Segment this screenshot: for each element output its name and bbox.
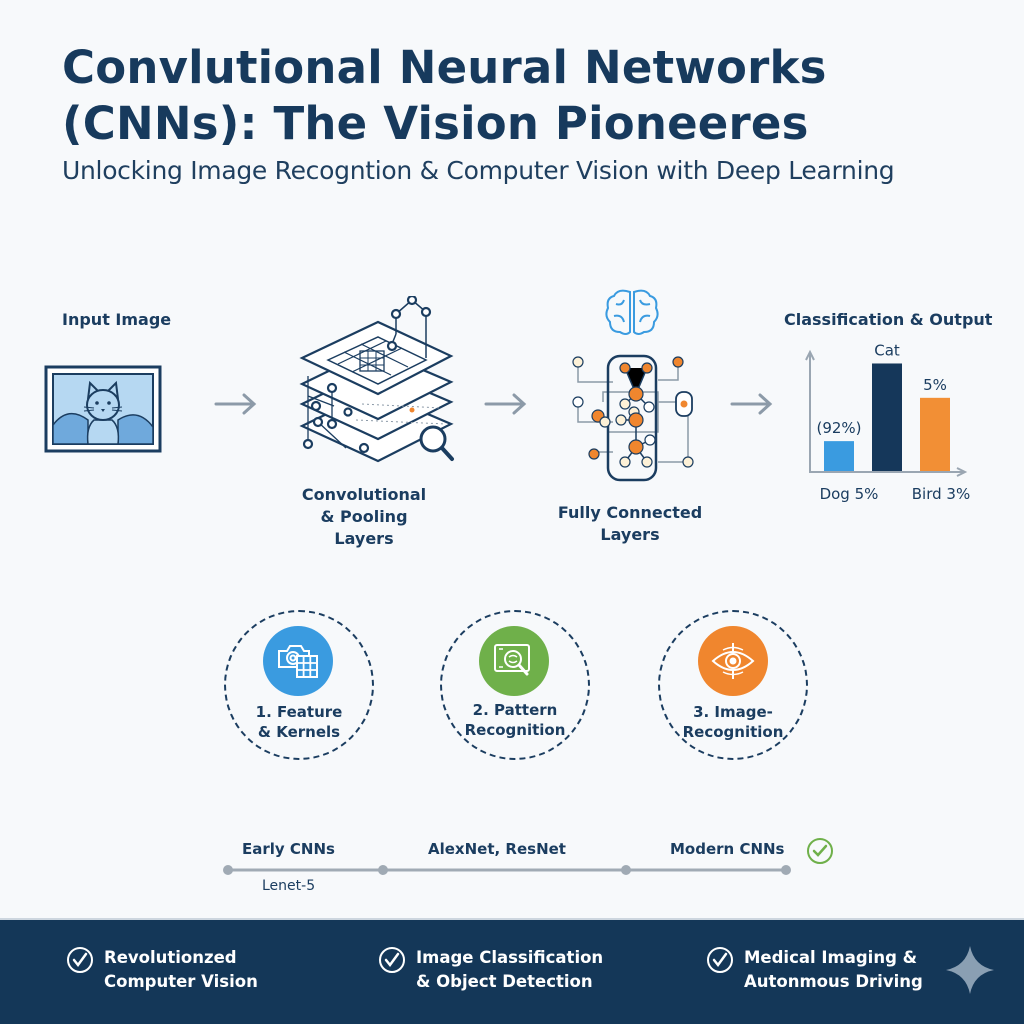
chart-title: Classification & Output — [784, 310, 993, 329]
page-subtitle: Unlocking Image Recogntion & Computer Vi… — [62, 156, 895, 185]
timeline-label-modern: Modern CNNs — [670, 840, 785, 858]
timeline-node[interactable] — [223, 865, 233, 875]
x-axis-arrow — [956, 467, 968, 477]
arrow-right-icon — [214, 393, 257, 415]
step-2-line-1: 2. Pattern — [472, 701, 558, 719]
step-circle-feature — [224, 610, 374, 760]
step-badge-pattern — [479, 626, 549, 696]
bar-value-label: Cat — [874, 341, 900, 359]
check-circle-icon — [807, 838, 833, 864]
y-axis-arrow — [805, 349, 815, 361]
input-image-label: Input Image — [62, 310, 172, 329]
page-title: Convlutional Neural Networks (CNNs): The… — [62, 40, 962, 152]
arrow-right-icon — [730, 393, 773, 415]
step-3-line-1: 3. Image- — [693, 703, 773, 721]
sparkle-star-icon — [946, 946, 994, 994]
step-3-line-2: Recognition — [682, 723, 784, 741]
stacked-layers-icon — [299, 296, 454, 463]
step-label-feature: 1. Feature & Kernels — [224, 702, 374, 742]
timeline-label-alexnet: AlexNet, ResNet — [428, 840, 566, 858]
conv-label-line-3: Layers — [334, 529, 394, 548]
classification-bar-chart: (92%) Dog 5% Cat 5% Bird 3% — [805, 341, 970, 503]
footer-item-vision: Revolutionzed Computer Vision — [66, 946, 258, 994]
timeline-sublabel: Lenet-5 — [262, 878, 316, 894]
arrow-right-icon — [484, 393, 527, 415]
timeline-node[interactable] — [378, 865, 388, 875]
brain-icon — [605, 289, 659, 335]
step-badge-feature — [263, 626, 333, 696]
step-label-pattern: 2. Pattern Recognition — [440, 700, 590, 740]
conv-label-line-1: Convolutional — [301, 485, 427, 504]
title-line-2: (CNNs): The Vision Pioneeres — [62, 97, 809, 150]
check-circle-icon — [379, 947, 405, 973]
step-circle-pattern — [440, 610, 590, 760]
timeline-node[interactable] — [781, 865, 791, 875]
timeline-node[interactable] — [621, 865, 631, 875]
footer-item-3-line-2: Autonmous Driving — [744, 972, 923, 991]
x-tick-label: Dog 5% — [820, 485, 879, 503]
footer-item-3-line-1: Medical Imaging & — [744, 948, 918, 967]
step-badge-image — [698, 626, 768, 696]
step-circle-image — [658, 610, 808, 760]
bar-value-label: 5% — [923, 376, 947, 394]
eye-target-icon — [711, 643, 755, 679]
footer-banner: Revolutionzed Computer Vision Image Clas… — [0, 918, 1024, 1024]
title-line-1: Convlutional Neural Networks — [62, 41, 827, 94]
footer-item-1-line-1: Revolutionzed — [104, 948, 237, 967]
footer-item-2-line-2: & Object Detection — [416, 972, 593, 991]
chart-axes — [809, 354, 963, 473]
bar-dog — [824, 441, 854, 471]
bar-value-label: (92%) — [816, 419, 861, 437]
cat-picture-icon — [44, 365, 162, 453]
footer-item-classification: Image Classification & Object Detection — [378, 946, 603, 994]
fc-label-line-1: Fully Connected — [557, 503, 703, 522]
x-tick-label: Bird 3% — [912, 485, 970, 503]
conv-label-line-2: & Pooling — [320, 507, 408, 526]
fc-label-line-2: Layers — [600, 525, 660, 544]
fully-connected-label: Fully Connected Layers — [548, 502, 712, 546]
magnifier-image-icon — [494, 644, 530, 676]
step-2-line-2: Recognition — [464, 721, 566, 739]
footer-item-2-line-1: Image Classification — [416, 948, 604, 967]
timeline-label-early: Early CNNs — [242, 840, 335, 858]
footer-item-1-line-2: Computer Vision — [104, 972, 258, 991]
footer-item-medical: Medical Imaging & Autonmous Driving — [706, 946, 923, 994]
step-1-line-1: 1. Feature — [255, 703, 343, 721]
camera-grid-icon — [278, 645, 318, 678]
check-circle-icon — [707, 947, 733, 973]
conv-pooling-label: Convolutional & Pooling Layers — [284, 484, 444, 550]
bar-bird — [920, 397, 950, 471]
timeline-track — [223, 865, 791, 875]
bar-cat — [872, 363, 902, 471]
step-label-image: 3. Image- Recognition — [658, 702, 808, 742]
check-circle-icon — [67, 947, 93, 973]
step-1-line-2: & Kernels — [257, 723, 341, 741]
neural-network-icon — [572, 354, 694, 482]
